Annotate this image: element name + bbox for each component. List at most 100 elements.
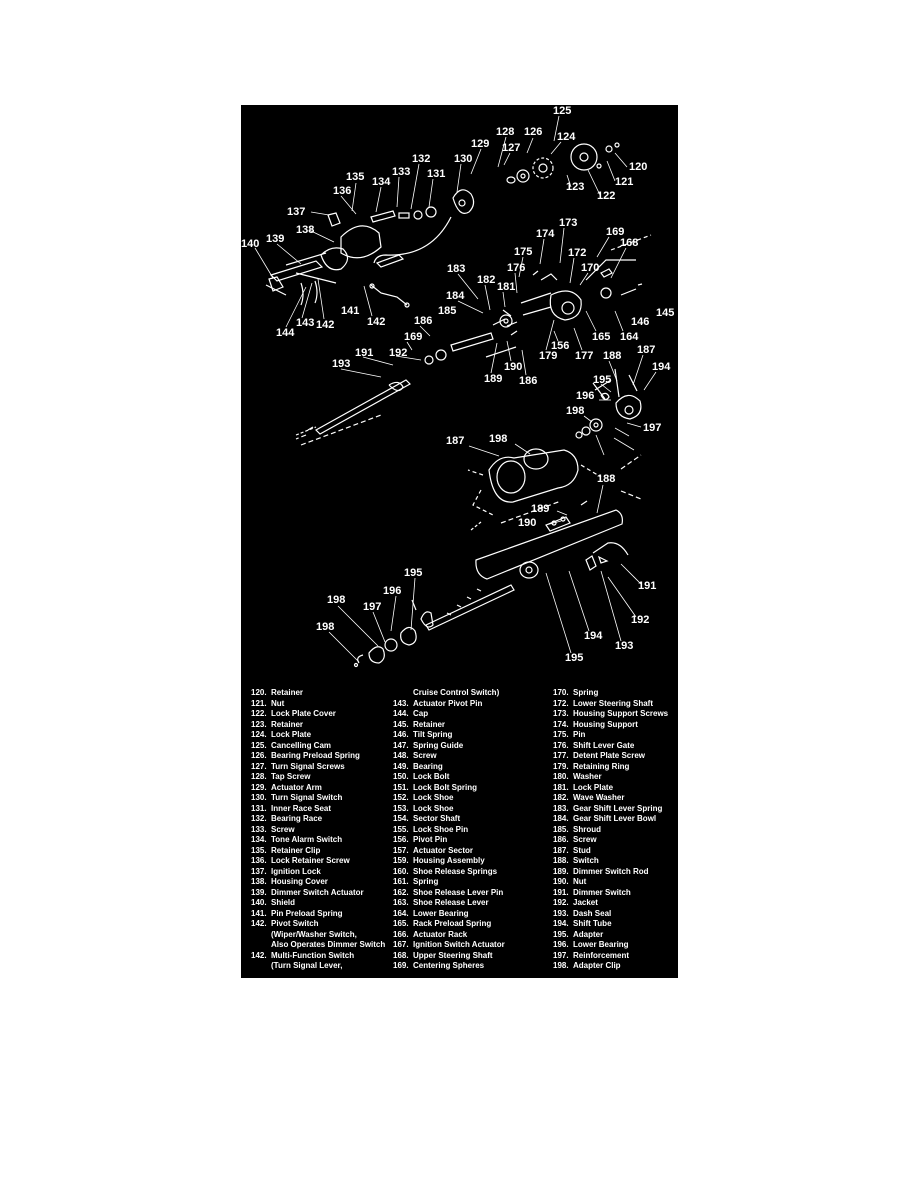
callout-198: 198	[316, 621, 334, 633]
legend-entry-number: 166.	[393, 929, 409, 939]
legend-entry-text: Actuator Arm	[271, 782, 322, 792]
legend-entry-number: 169.	[393, 961, 409, 970]
legend-entry-number: 155.	[393, 824, 409, 834]
callout-164: 185	[438, 305, 456, 317]
callout-126: 126	[524, 126, 542, 138]
callout-148: 165	[592, 331, 610, 343]
legend-entry-number: 142.	[251, 919, 267, 928]
legend-entry-number: 145.	[393, 719, 409, 729]
legend-entry: 121.Nut	[251, 699, 401, 710]
legend-entry: 149.Bearing	[393, 762, 543, 773]
legend-entry: 172. Lower Steering Shaft	[553, 699, 678, 710]
legend-entry-number: 132.	[251, 814, 267, 823]
legend-entry: 185.Shroud	[553, 825, 678, 836]
legend-entry: 164.Lower Bearing	[393, 909, 543, 920]
legend-entry-text: Detent Plate Screw	[573, 751, 646, 760]
callout-122: 122	[597, 190, 615, 202]
callout-156: 176	[507, 262, 525, 274]
callout-167: 189	[484, 373, 502, 385]
legend-entry-number: 193.	[553, 908, 569, 918]
legend-entry: 180.Washer	[553, 772, 678, 783]
jacket-part	[470, 454, 642, 580]
legend-entry-number: 191.	[553, 887, 569, 897]
legend-entry-number	[251, 940, 271, 951]
legend-entry: 165.Rack Preload Spring	[393, 919, 543, 930]
legend-entry: 152.Lock Shoe	[393, 793, 543, 804]
lower-steering-shaft-part	[295, 379, 411, 446]
legend-entry-number: 176.	[553, 740, 569, 750]
legend-entry-text: Lower Steering Shaft	[573, 698, 654, 708]
legend-entry-number: 179.	[553, 761, 569, 771]
legend-entry: 160.Shoe Release Springs	[393, 867, 543, 878]
legend-entry-text: Tilt Spring	[413, 730, 453, 739]
legend-entry-text: Lock Plate	[573, 782, 614, 792]
legend-entry-number: 140.	[251, 898, 267, 907]
legend-entry-text: Centering Spheres	[413, 961, 485, 970]
callout-131: 131	[427, 168, 445, 180]
legend-entry-text: Lock Shoe Pin	[413, 824, 469, 834]
legend-entry-number: 134.	[251, 835, 267, 844]
legend-entry: 136.Lock Retainer Screw	[251, 856, 401, 867]
callout-153: 173	[559, 217, 577, 229]
legend-entry-text: Upper Steering Shaft	[413, 950, 493, 960]
callout-197: 198	[327, 594, 345, 606]
legend-entry: 138.Housing Cover	[251, 877, 401, 888]
legend-entry-text: Pin Preload Spring	[271, 908, 343, 918]
legend-entry: 125.Cancelling Cam	[251, 741, 401, 752]
legend-entry-number: 167.	[393, 940, 409, 949]
legend-entry-text: Lock Plate Cover	[271, 709, 336, 718]
legend-entry: 195.Adapter	[553, 930, 678, 941]
callout-190: 192	[631, 614, 649, 626]
callout-174: 187	[637, 344, 655, 356]
legend-entry-text: Turn Signal Screws	[271, 761, 345, 771]
legend-entry-text: Stud	[573, 845, 591, 855]
legend-entry-text: Turn Signal Switch	[271, 793, 343, 802]
legend-entry-number: 198.	[553, 961, 569, 970]
callout-169: 191	[355, 347, 373, 359]
legend-column-2: Cruise Control Switch)143.Actuator Pivot…	[393, 688, 543, 972]
callout-177: 196	[576, 390, 594, 402]
legend-entry: 188.Switch	[553, 856, 678, 867]
legend-entry: 163.Shoe Release Lever	[393, 898, 543, 909]
legend-entry-text: Lock Bolt	[413, 772, 450, 781]
legend-entry-text: Cruise Control Switch)	[413, 688, 500, 697]
callout-168: 186	[414, 315, 432, 327]
legend-entry-number: 173.	[553, 709, 569, 718]
legend-entry-text: Actuator Sector	[413, 845, 474, 855]
legend-entry-text: Switch	[573, 856, 599, 865]
legend-entry-number: 170.	[553, 688, 569, 697]
legend-entry: 126.Bearing Preload Spring	[251, 751, 401, 762]
legend-entry-number: 172.	[553, 698, 569, 708]
callout-145: 145	[656, 307, 674, 319]
legend-entry-text: Cancelling Cam	[271, 740, 332, 750]
diagram-panel: 125 128 126 129 127 124 132 130 120 133 …	[241, 105, 678, 978]
callout-184: 198	[489, 433, 507, 445]
legend-entry: (Wiper/Washer Switch,	[251, 930, 401, 941]
legend-entry-text: Shroud	[573, 824, 601, 834]
callout-161: 182	[477, 274, 495, 286]
legend-entry-number: 187.	[553, 845, 569, 855]
callout-194: 195	[404, 567, 422, 579]
legend-entry-number: 136.	[251, 856, 267, 865]
legend-entry-text: Dimmer Switch Actuator	[271, 887, 364, 897]
legend-entry-text: Shoe Release Lever Pin	[413, 887, 504, 897]
legend-entry: 144.Cap	[393, 709, 543, 720]
legend-entry: 194.Shift Tube	[553, 919, 678, 930]
callout-191: 193	[615, 640, 633, 652]
legend-entry-text: Washer	[573, 772, 602, 781]
callout-132: 132	[412, 153, 430, 165]
callout-125: 125	[553, 105, 571, 117]
callout-163: 184	[446, 290, 465, 302]
callout-130: 130	[454, 153, 472, 165]
legend-entry: 161.Spring	[393, 877, 543, 888]
legend-entry-number	[251, 961, 271, 972]
legend-entry-number: 149.	[393, 761, 409, 771]
callout-141: 141	[341, 305, 359, 317]
legend-entry-number: 168.	[393, 950, 409, 960]
legend-entry-text: Inner Race Seat	[271, 803, 332, 813]
legend-entry: 122.Lock Plate Cover	[251, 709, 401, 720]
legend-entry-number: 190.	[553, 877, 569, 886]
legend-entry-text: Retaining Ring	[573, 761, 630, 771]
legend-entry-text: Shift Tube	[573, 919, 612, 928]
exploded-view-diagram: 125 128 126 129 127 124 132 130 120 133 …	[241, 105, 678, 685]
